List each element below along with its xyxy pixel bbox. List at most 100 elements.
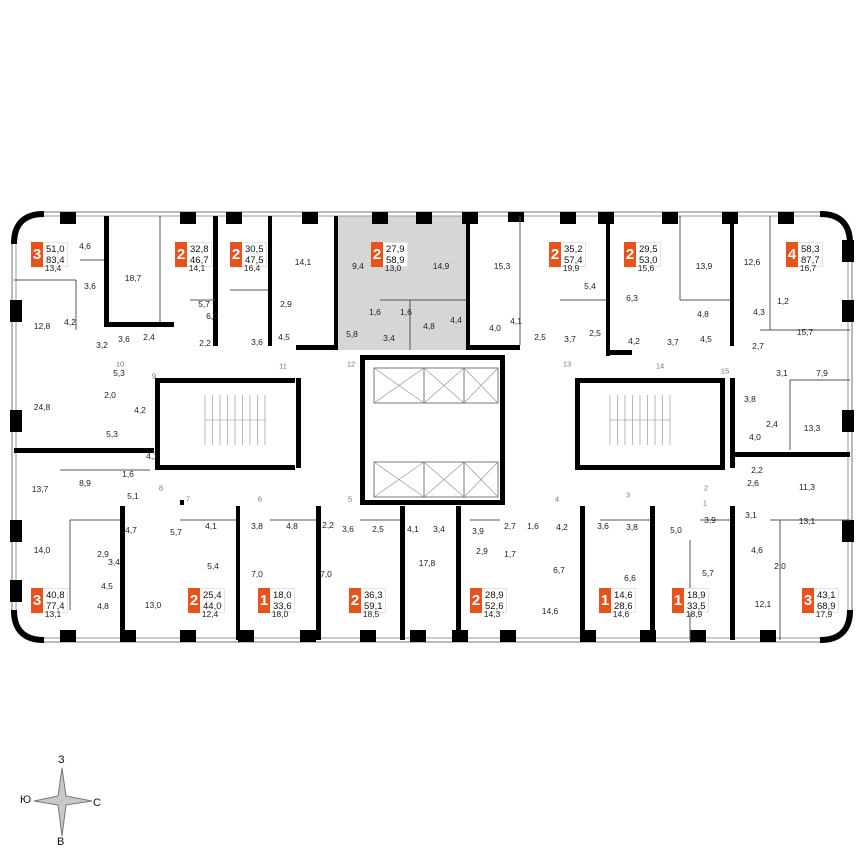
room-area-label: 5,8 <box>346 328 358 339</box>
entrance-door-number: 2 <box>703 483 709 493</box>
wall <box>466 216 470 350</box>
wall <box>334 216 338 350</box>
room-area-label: 4,5 <box>101 580 113 591</box>
main-room-area: 15,6 <box>637 263 655 273</box>
elevator-cross <box>423 367 465 404</box>
wall <box>598 212 614 224</box>
room-area-label: 14,9 <box>432 260 450 271</box>
wall <box>842 410 854 432</box>
main-room-area: 14,3 <box>483 609 501 619</box>
entrance-door-number: 14 <box>655 361 665 371</box>
wall <box>360 630 376 642</box>
compass-north: З <box>58 754 65 766</box>
room-area-label: 3,6 <box>118 333 130 344</box>
walls <box>10 212 854 642</box>
main-room-area: 14,6 <box>612 609 630 619</box>
compass-east: С <box>93 797 101 809</box>
room-area-label: 5,1 <box>127 490 139 501</box>
wall <box>155 378 160 468</box>
wall <box>10 580 22 602</box>
main-room-area: 18,5 <box>362 609 380 619</box>
room-area-label: 4,6 <box>79 240 91 251</box>
total-area: 68,9 <box>817 600 836 612</box>
entrance-door-number: 7 <box>185 494 191 504</box>
room-area-label: 12,1 <box>754 598 772 609</box>
room-area-label: 3,7 <box>667 336 679 347</box>
wall <box>236 506 240 640</box>
wall <box>155 465 295 470</box>
room-area-label: 4,8 <box>97 600 109 611</box>
room-area-label: 1,2 <box>777 295 789 306</box>
total-area: 87,7 <box>801 254 820 266</box>
total-area: 33,6 <box>273 600 292 612</box>
wall <box>842 520 854 542</box>
wall <box>500 630 516 642</box>
total-area: 77,4 <box>46 600 65 612</box>
room-area-label: 5,4 <box>584 280 596 291</box>
main-room-area: 18,9 <box>685 609 703 619</box>
room-area-label: 5,0 <box>670 524 682 535</box>
main-room-area: 18,0 <box>271 609 289 619</box>
room-area-label: 4,1 <box>146 450 158 461</box>
wall <box>10 410 22 432</box>
room-area-label: 3,8 <box>626 521 638 532</box>
room-area-label: 13,7 <box>31 483 49 494</box>
wall <box>722 212 738 224</box>
wall <box>410 630 426 642</box>
room-area-label: 1,6 <box>400 306 412 317</box>
total-area: 58,9 <box>386 254 405 266</box>
living-area: 25,4 <box>203 589 222 601</box>
wall <box>180 500 184 505</box>
room-area-label: 14,6 <box>541 605 559 616</box>
wall <box>606 216 610 356</box>
room-area-label: 24,8 <box>33 401 51 412</box>
entrance-door-number: 1 <box>702 498 708 508</box>
room-area-label: 2,2 <box>199 337 211 348</box>
living-area: 30,5 <box>245 243 264 255</box>
wall <box>180 212 196 224</box>
room-area-label: 3,1 <box>745 509 757 520</box>
main-room-area: 19,9 <box>562 263 580 273</box>
wall <box>456 506 461 640</box>
room-count: 2 <box>470 588 482 613</box>
room-area-label: 5,7 <box>198 298 210 309</box>
wall <box>690 630 706 642</box>
entrance-door-number: 6 <box>257 494 263 504</box>
room-area-label: 2,0 <box>774 560 786 571</box>
total-area: 28,6 <box>614 600 633 612</box>
room-area-label: 14,0 <box>33 544 51 555</box>
wall <box>650 506 655 640</box>
room-area-label: 3,7 <box>564 333 576 344</box>
room-area-label: 2,9 <box>476 545 488 556</box>
room-count: 2 <box>230 242 242 267</box>
room-area-label: 9,4 <box>352 260 364 271</box>
entrance-door-number: 15 <box>720 366 730 376</box>
main-room-area: 13,1 <box>44 609 62 619</box>
wall <box>560 212 576 224</box>
selected-apartment-fill[interactable] <box>336 216 466 350</box>
room-area-label: 3,4 <box>108 556 120 567</box>
room-area-label: 4,1 <box>205 520 217 531</box>
room-area-label: 4,1 <box>407 523 419 534</box>
room-count: 2 <box>624 242 636 267</box>
room-area-label: 3,9 <box>704 514 716 525</box>
room-area-label: 6,7 <box>553 564 565 575</box>
